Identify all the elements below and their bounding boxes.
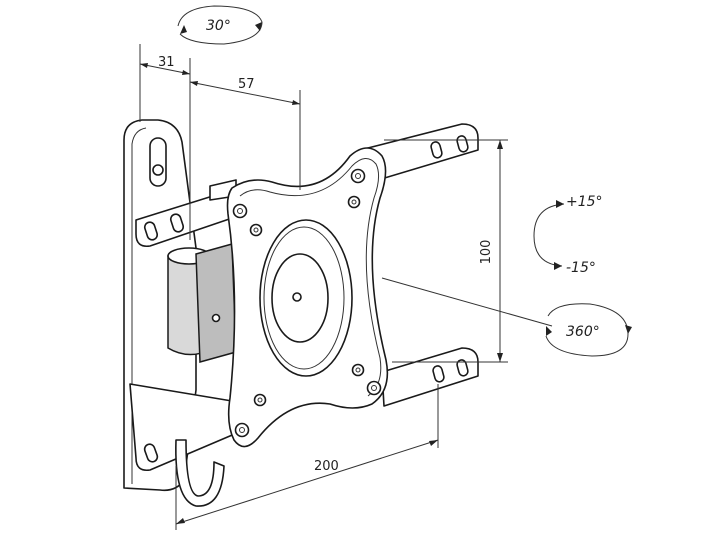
lower-arm bbox=[129, 383, 245, 507]
vesa-plate bbox=[226, 147, 389, 448]
tilt-up-label: +15° bbox=[566, 194, 603, 210]
pivot-cylinder bbox=[167, 243, 237, 363]
rotate-360-label: 360° bbox=[566, 324, 600, 340]
lower-rail bbox=[381, 347, 479, 407]
dimension-57-label: 57 bbox=[238, 77, 255, 92]
dimension-200-label: 200 bbox=[314, 459, 339, 474]
dimension-31-label: 31 bbox=[158, 55, 175, 70]
dimension-100-label: 100 bbox=[479, 240, 494, 265]
rotation-indicators bbox=[177, 5, 632, 357]
dimension-lines bbox=[139, 44, 553, 530]
swivel-30-label: 30° bbox=[206, 18, 231, 34]
tilt-down-label: -15° bbox=[566, 260, 596, 276]
